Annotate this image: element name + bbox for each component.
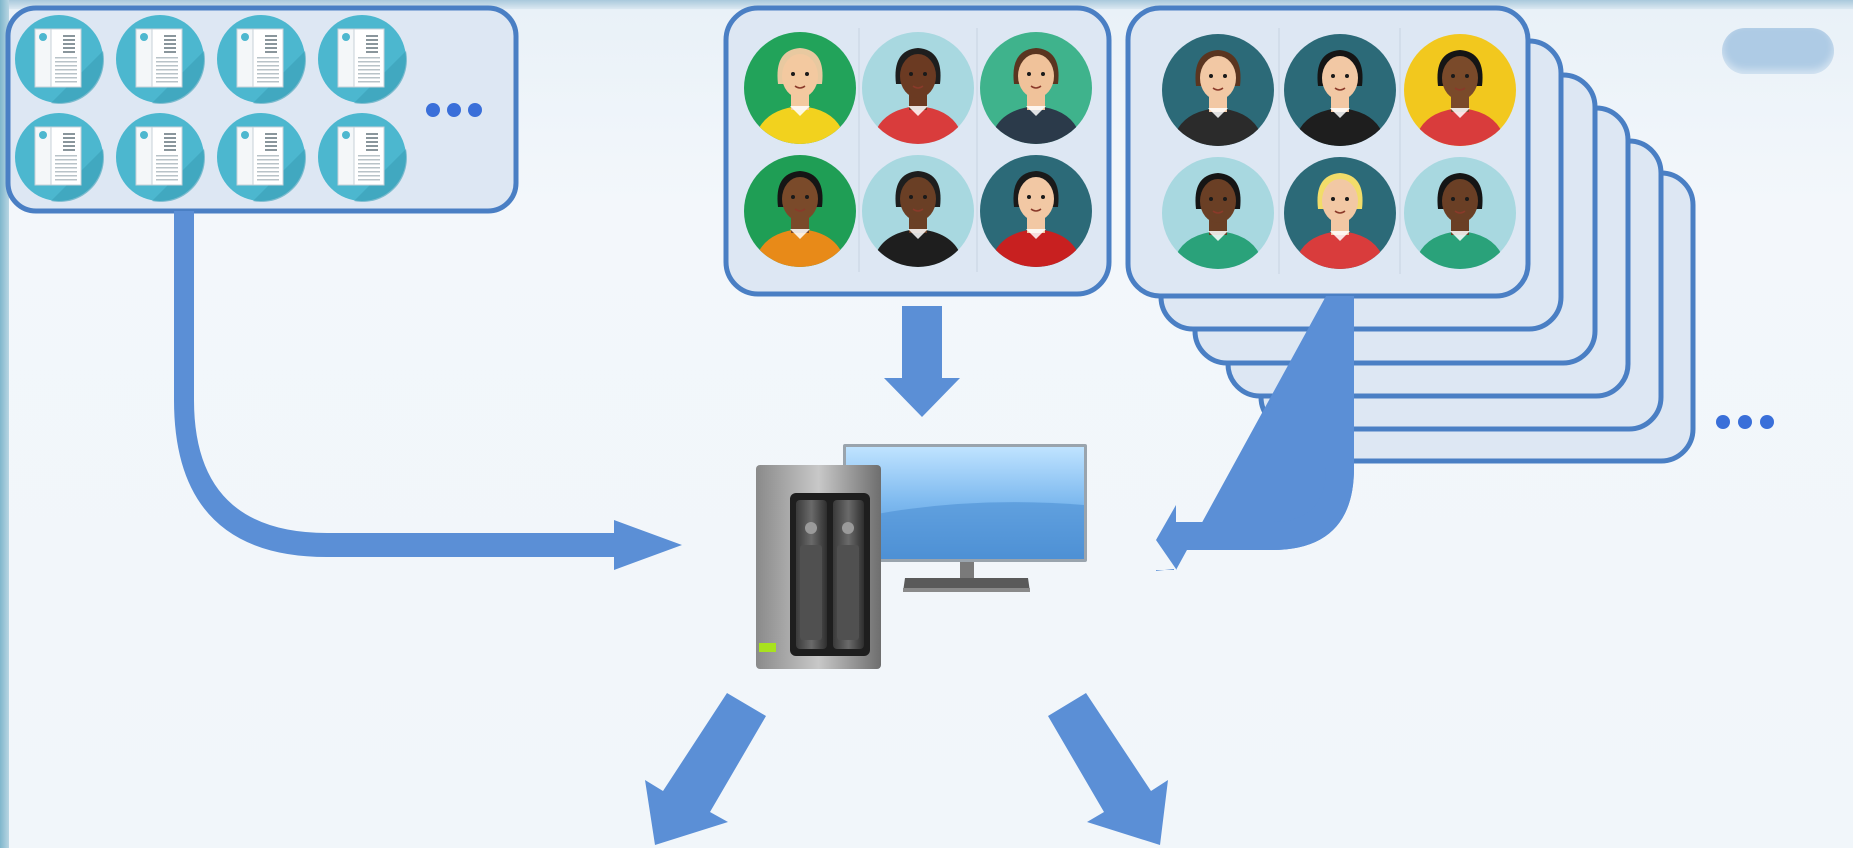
top-right-button[interactable]	[1722, 28, 1834, 74]
monitor-icon	[843, 444, 1087, 592]
server-icon	[756, 465, 881, 669]
arrow-output-left	[645, 693, 766, 845]
document-icon	[318, 15, 407, 104]
person-icon	[744, 32, 856, 144]
person-icon	[1404, 157, 1516, 269]
ellipsis-icon	[426, 103, 482, 117]
person-icon	[1284, 34, 1396, 146]
document-icon	[318, 113, 407, 202]
arrow-from-user-group	[884, 306, 960, 417]
person-icon	[1162, 157, 1274, 269]
document-icon	[15, 113, 104, 202]
person-icon	[862, 32, 974, 144]
document-icon	[116, 15, 205, 104]
window-top-edge	[0, 0, 1853, 9]
person-icon	[744, 155, 856, 267]
document-icon	[217, 113, 306, 202]
document-icon	[15, 15, 104, 104]
arrow-output-right	[1048, 693, 1168, 845]
arrow-from-documents	[174, 211, 682, 570]
person-icon	[980, 155, 1092, 267]
ellipsis-icon	[1716, 415, 1774, 429]
arrow-from-stacked-groups	[1155, 296, 1354, 571]
person-icon	[1284, 157, 1396, 269]
window-left-edge	[0, 0, 9, 848]
user-group-avatars	[744, 28, 1092, 272]
documents-grid	[15, 15, 407, 202]
user-group-avatars-front	[1162, 28, 1516, 274]
person-icon	[1404, 34, 1516, 146]
document-icon	[116, 113, 205, 202]
document-icon	[217, 15, 306, 104]
person-icon	[980, 32, 1092, 144]
person-icon	[1162, 34, 1274, 146]
person-icon	[862, 155, 974, 267]
